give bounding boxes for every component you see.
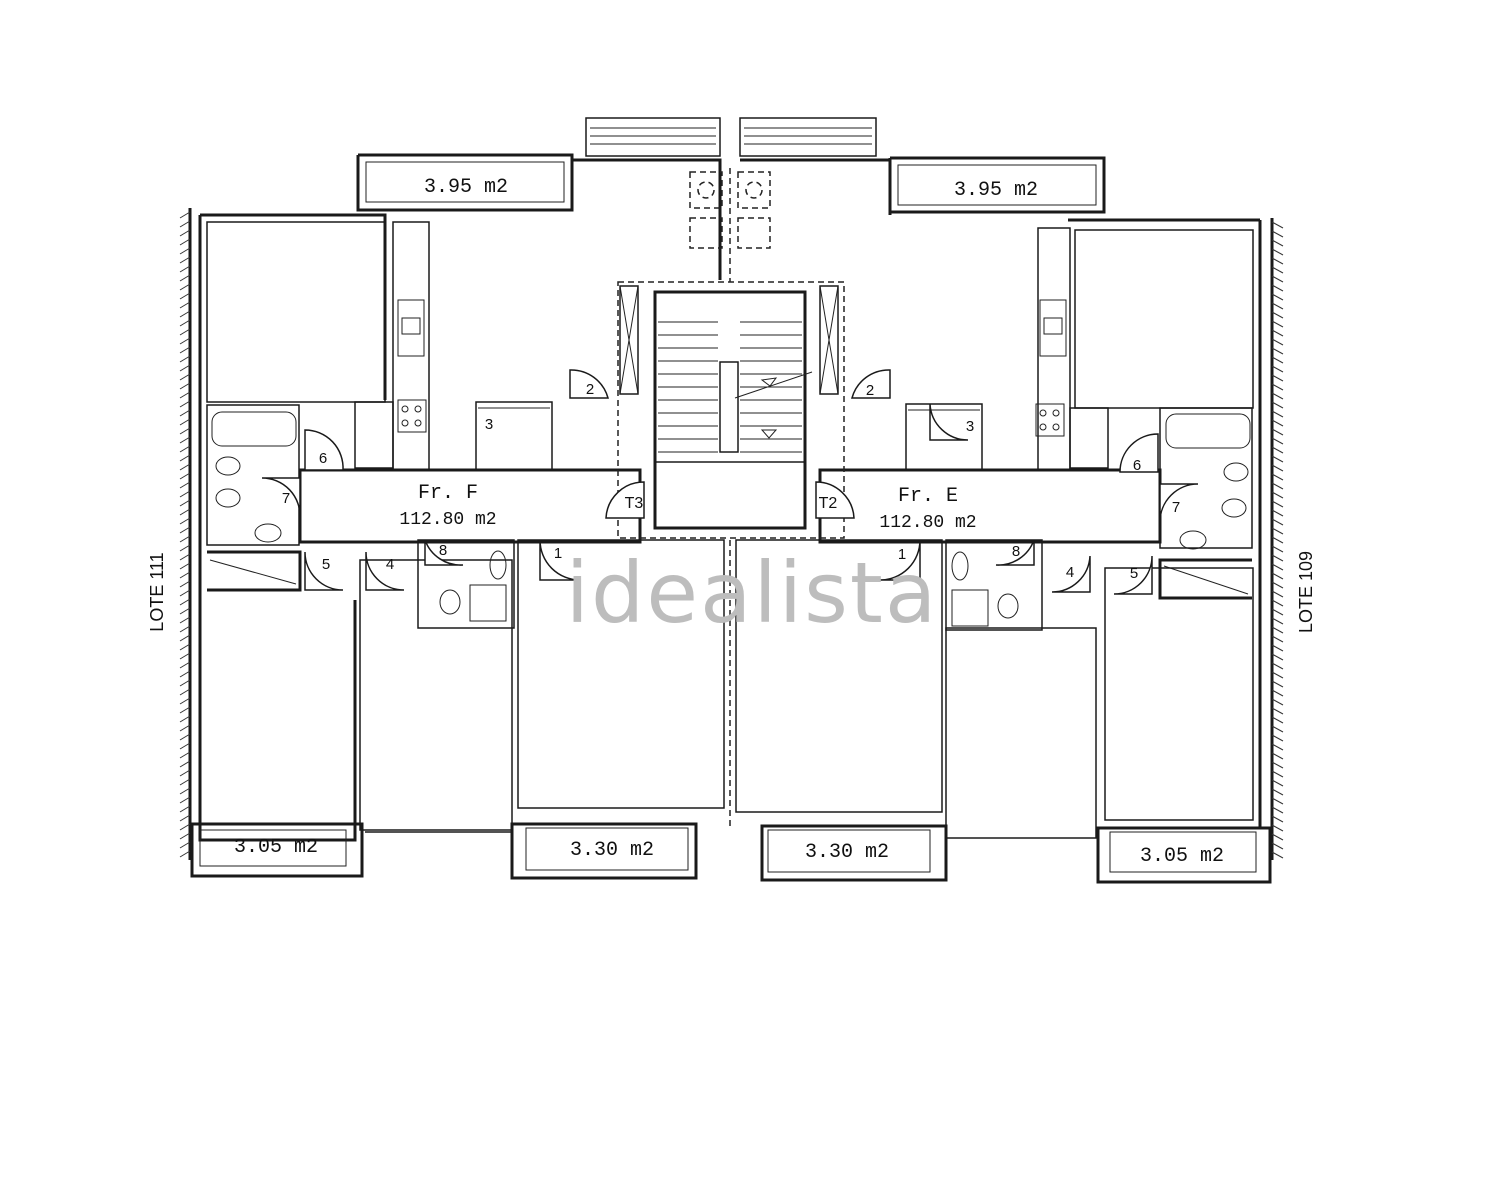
door-numbers: 2 3 6 7 5 4 8 1 T3 T2 2 3 6 7 8 1 4 5: [282, 381, 1180, 582]
door-number: 1: [898, 546, 906, 563]
balcony-area-label: 3.30 m2: [570, 839, 654, 862]
door-number: 8: [439, 542, 447, 559]
door-number: T2: [819, 495, 838, 512]
balcony-area-label: 3.95 m2: [954, 179, 1038, 202]
watermark: idealista: [566, 544, 939, 642]
door-number: T3: [625, 495, 644, 512]
top-planters: [585, 117, 877, 157]
door-number: 8: [1012, 543, 1020, 560]
balcony-bottom-3: [760, 824, 948, 882]
lot-label-left: LOTE 111: [147, 552, 167, 631]
door-number: 6: [1133, 457, 1141, 474]
balcony-area-label: 3.30 m2: [805, 841, 889, 864]
balcony-bottom-1: [190, 822, 364, 878]
balcony-area-label: 3.05 m2: [234, 836, 318, 859]
walls-unit-f: [206, 221, 725, 833]
door-swings: [261, 369, 1199, 595]
door-number: 4: [386, 556, 394, 573]
door-number: 3: [485, 416, 493, 433]
unit-f-area: 112.80 m2: [399, 510, 496, 530]
balcony-bottom-4: [1096, 826, 1272, 884]
door-number: 2: [586, 381, 594, 398]
lot-label-right: LOTE 109: [1296, 551, 1316, 633]
walls-unit-e: [735, 227, 1254, 839]
unit-f-name: Fr. F: [418, 482, 478, 505]
lot-boundary-left: [179, 208, 192, 860]
door-number: 5: [1130, 565, 1138, 582]
door-number: 6: [319, 450, 327, 467]
door-number: 7: [282, 490, 290, 507]
door-number: 5: [322, 556, 330, 573]
balcony-bottom-2: [510, 822, 698, 880]
balcony-area-label: 3.05 m2: [1140, 845, 1224, 868]
unit-e-name: Fr. E: [898, 485, 958, 508]
lot-boundary-right: [1270, 218, 1284, 860]
door-number: 1: [554, 545, 562, 562]
balcony-area-label: 3.95 m2: [424, 176, 508, 199]
door-number: 4: [1066, 564, 1074, 581]
door-number: 2: [866, 382, 874, 399]
door-number: 3: [966, 418, 974, 435]
stair-core: [617, 168, 845, 828]
unit-e-area: 112.80 m2: [879, 513, 976, 533]
door-number: 7: [1172, 499, 1180, 516]
